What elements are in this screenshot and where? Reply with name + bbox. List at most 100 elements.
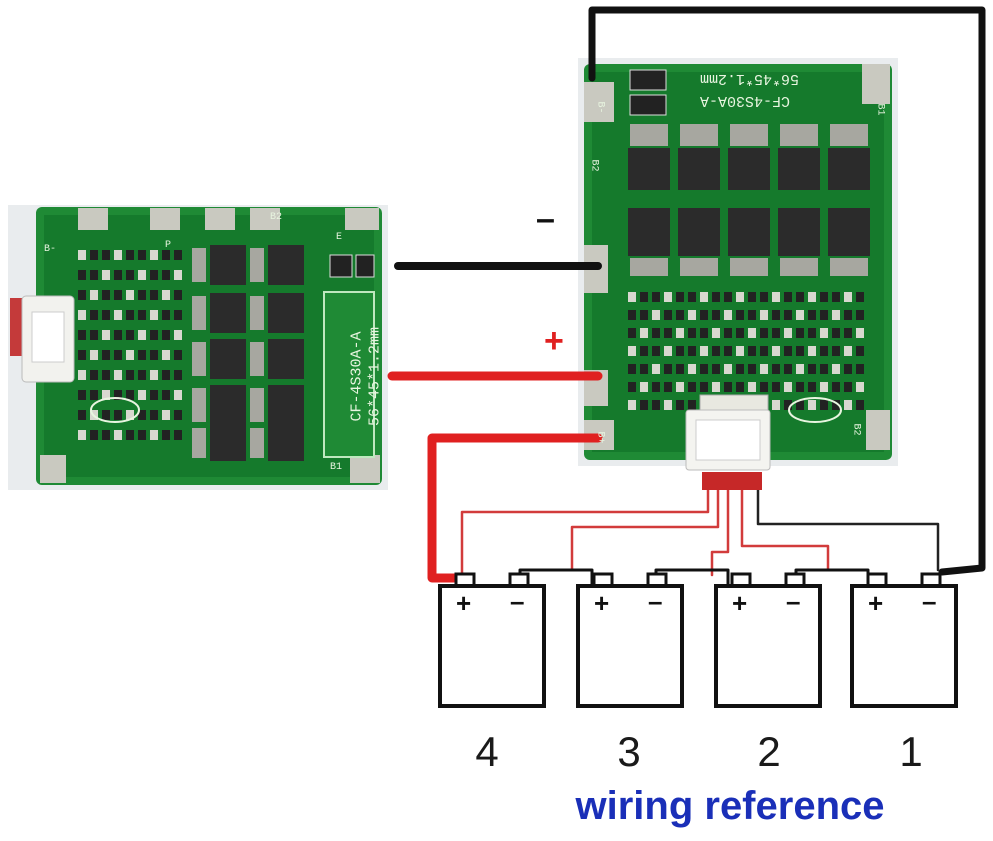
smd-component xyxy=(126,350,134,360)
smd-component xyxy=(688,310,696,320)
smd-component xyxy=(174,350,182,360)
pad-b-plus: B+ xyxy=(594,431,606,444)
smd-component xyxy=(162,250,170,260)
smd-component xyxy=(174,430,182,440)
smd-component xyxy=(688,292,696,302)
smd-component xyxy=(90,290,98,300)
smd-component xyxy=(150,250,158,260)
smd-component xyxy=(712,292,720,302)
smd-component xyxy=(150,290,158,300)
smd-component xyxy=(820,310,828,320)
smd-component xyxy=(760,364,768,374)
battery-cell xyxy=(850,572,958,708)
smd-component xyxy=(174,390,182,400)
smd-component xyxy=(820,382,828,392)
smd-component xyxy=(102,410,110,420)
smd-component xyxy=(102,250,110,260)
smd-component xyxy=(724,364,732,374)
left-board-model-text: CF-4S30A-A xyxy=(348,331,366,422)
smd-component xyxy=(796,382,804,392)
smd-component xyxy=(724,328,732,338)
cell-body xyxy=(438,584,546,708)
left-board-size-text: 56*45*1.2mm xyxy=(366,326,384,427)
smd-component xyxy=(652,328,660,338)
smd-component xyxy=(102,350,110,360)
smd-component xyxy=(844,310,852,320)
smd-component xyxy=(174,310,182,320)
smd-component xyxy=(676,328,684,338)
smd-component xyxy=(808,382,816,392)
smd-component xyxy=(664,292,672,302)
smd-component xyxy=(138,330,146,340)
smd-component xyxy=(844,382,852,392)
smd-component xyxy=(676,400,684,410)
smd-component xyxy=(736,382,744,392)
smd-component xyxy=(712,328,720,338)
smd-component xyxy=(712,310,720,320)
smd-component xyxy=(772,382,780,392)
smd-component xyxy=(724,346,732,356)
cell-body xyxy=(576,584,684,708)
smd-component xyxy=(760,382,768,392)
smd-component xyxy=(78,290,86,300)
smd-component xyxy=(78,270,86,280)
smd-component xyxy=(832,364,840,374)
smd-component xyxy=(126,390,134,400)
smd-component xyxy=(640,328,648,338)
pad-b-minus: B- xyxy=(594,101,606,114)
smd-component xyxy=(784,364,792,374)
smd-component xyxy=(162,370,170,380)
smd-component xyxy=(856,310,864,320)
smd-component xyxy=(174,250,182,260)
smd-component xyxy=(162,350,170,360)
smd-component xyxy=(628,328,636,338)
smd-component xyxy=(126,250,134,260)
smd-component xyxy=(796,310,804,320)
smd-component xyxy=(760,292,768,302)
smd-component xyxy=(832,382,840,392)
smd-component xyxy=(808,400,816,410)
smd-component xyxy=(664,382,672,392)
left-pad-e: E xyxy=(336,232,343,243)
cell-plus-label: + xyxy=(456,588,472,618)
pad-b1: B1 xyxy=(874,103,886,116)
smd-component xyxy=(724,310,732,320)
smd-component xyxy=(808,346,816,356)
left-pad-p: P xyxy=(165,240,172,251)
smd-component xyxy=(628,310,636,320)
cell-number-2: 2 xyxy=(757,728,781,775)
smd-component xyxy=(748,292,756,302)
smd-component xyxy=(102,290,110,300)
smd-component xyxy=(138,370,146,380)
smd-component xyxy=(772,346,780,356)
smd-component xyxy=(808,310,816,320)
smd-component xyxy=(784,310,792,320)
smd-component xyxy=(174,290,182,300)
smd-component xyxy=(736,292,744,302)
smd-component xyxy=(796,400,804,410)
smd-component xyxy=(736,364,744,374)
smd-component xyxy=(102,270,110,280)
smd-component xyxy=(126,290,134,300)
battery-cell xyxy=(576,572,684,708)
smd-component xyxy=(664,310,672,320)
smd-component xyxy=(150,270,158,280)
smd-component xyxy=(114,370,122,380)
smd-component xyxy=(162,330,170,340)
cell-body xyxy=(850,584,958,708)
pad-b2-lower: B2 xyxy=(850,423,862,436)
smd-component xyxy=(736,310,744,320)
smd-component xyxy=(784,400,792,410)
smd-component xyxy=(102,370,110,380)
smd-component xyxy=(114,390,122,400)
left-pad-b2: B2 xyxy=(270,212,283,223)
smd-component xyxy=(102,310,110,320)
smd-component xyxy=(78,370,86,380)
smd-component xyxy=(640,310,648,320)
smd-component xyxy=(748,382,756,392)
smd-component xyxy=(114,250,122,260)
cell-body xyxy=(714,584,822,708)
smd-component xyxy=(138,310,146,320)
smd-component xyxy=(102,430,110,440)
smd-component xyxy=(640,292,648,302)
